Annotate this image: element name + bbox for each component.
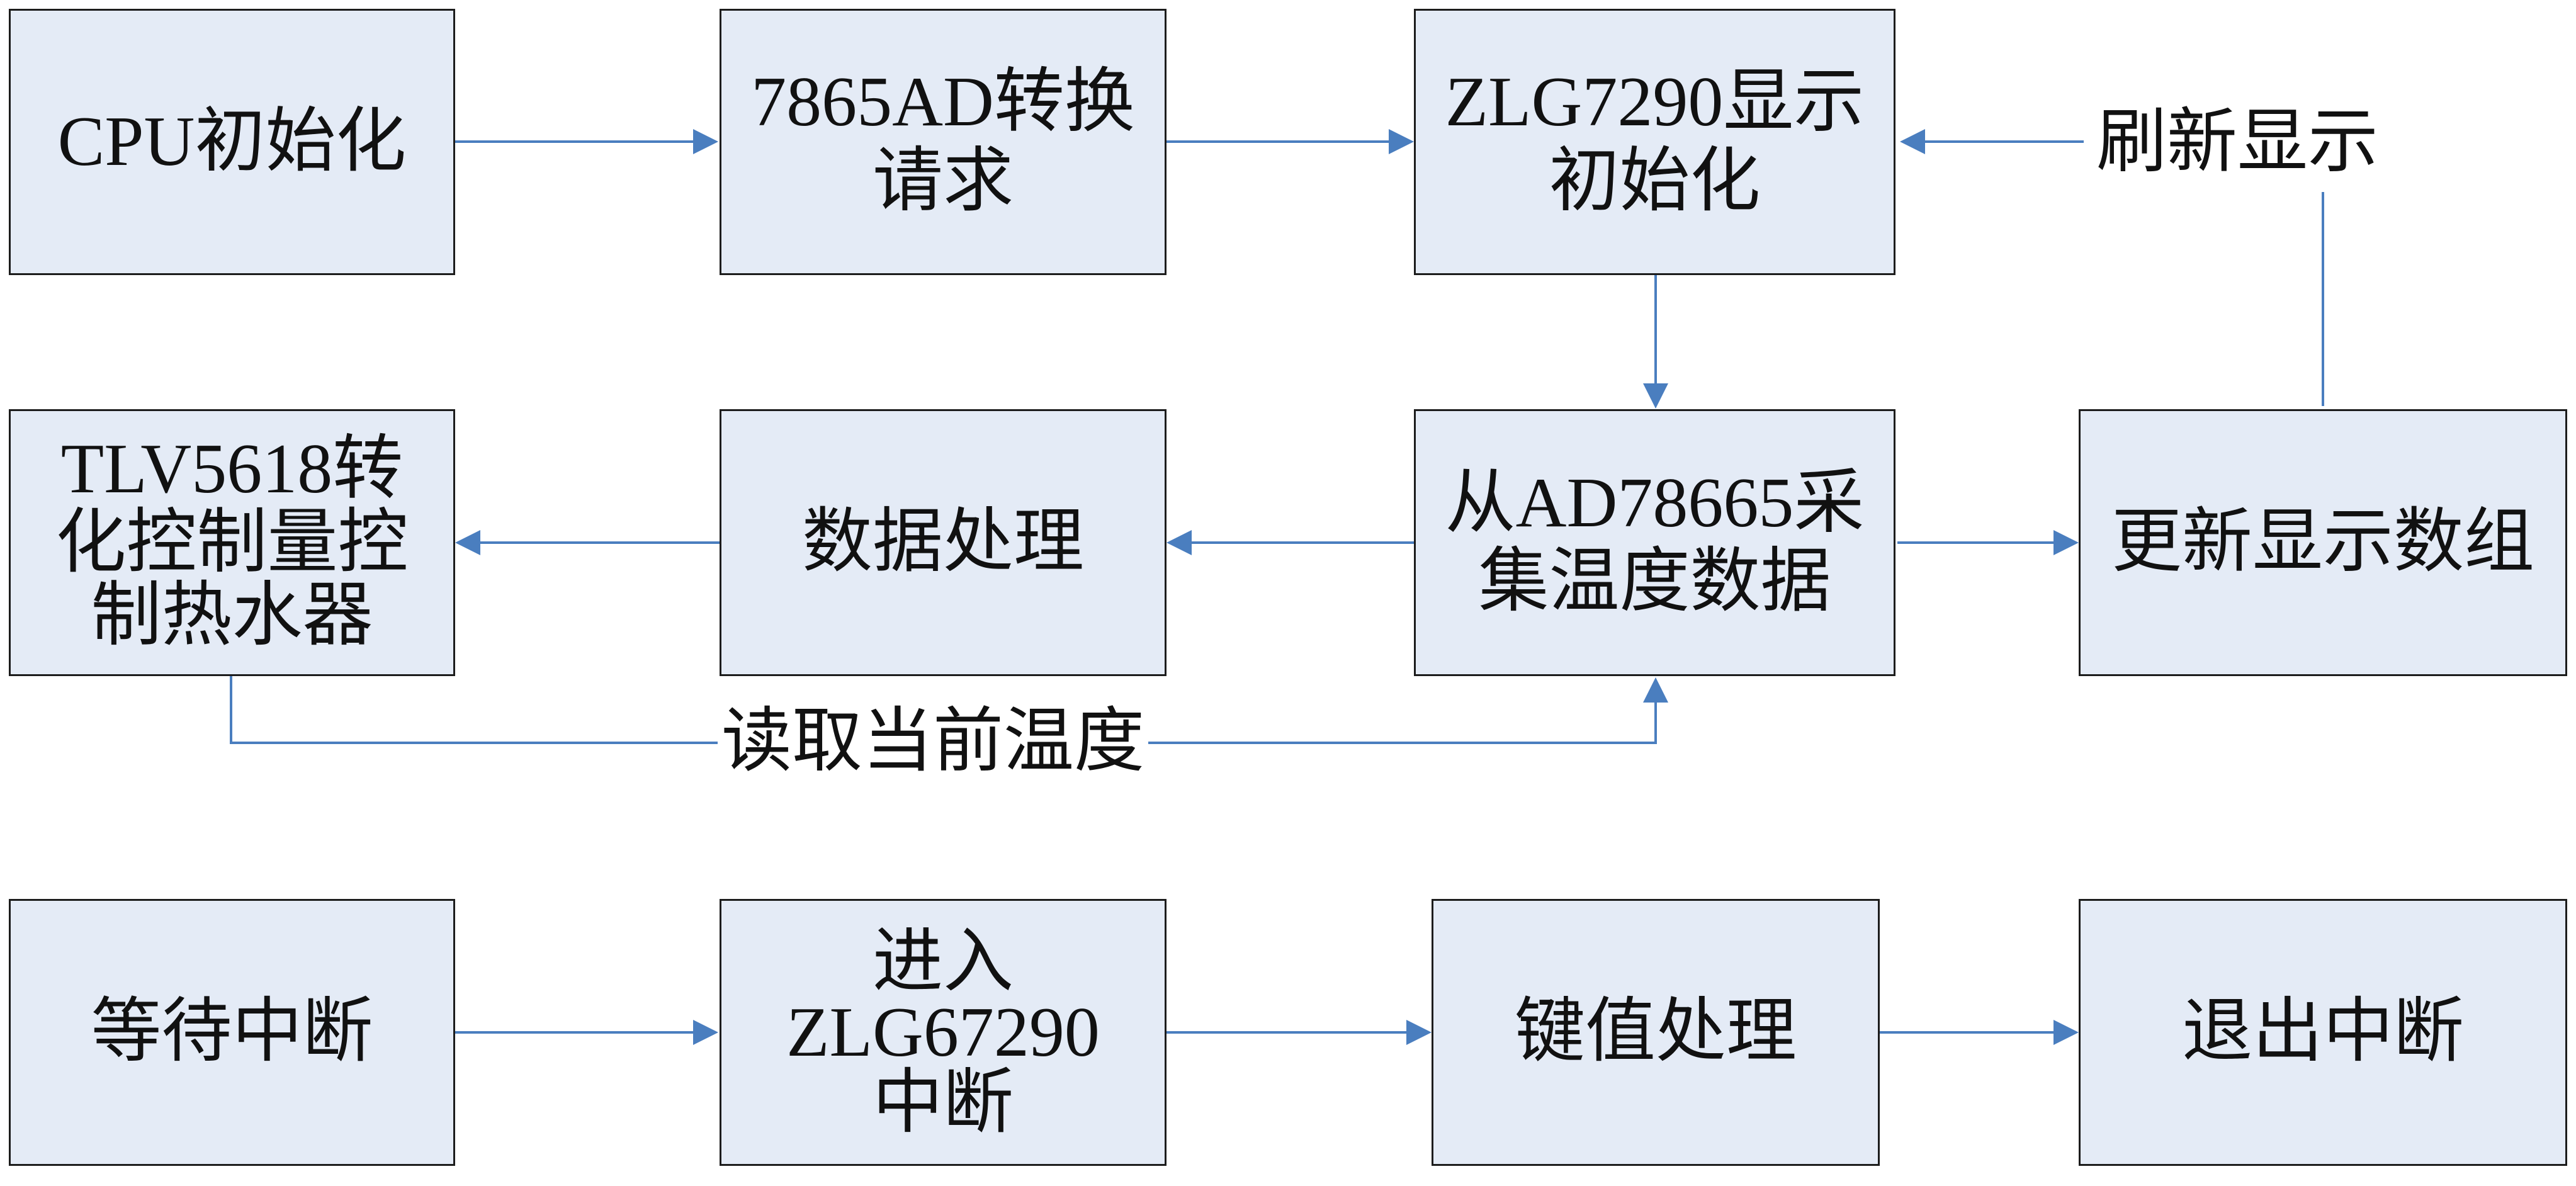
- node-ad-request-label: 7865AD转换 请求: [751, 63, 1135, 220]
- node-exit-interrupt: 退出中断: [2079, 899, 2567, 1166]
- node-data-process-label: 数据处理: [802, 503, 1084, 582]
- label-refresh-display: 刷新显示: [2091, 107, 2383, 178]
- label-read-current-temp: 读取当前温度: [718, 706, 1148, 777]
- node-enter-interrupt-label: 进入 ZLG67290 中断: [786, 923, 1100, 1142]
- node-enter-interrupt: 进入 ZLG67290 中断: [720, 899, 1167, 1166]
- node-wait-interrupt: 等待中断: [9, 899, 455, 1166]
- node-cpu-init-label: CPU初始化: [57, 102, 407, 181]
- node-update-array: 更新显示数组: [2079, 409, 2567, 676]
- node-update-array-label: 更新显示数组: [2111, 503, 2534, 582]
- node-key-process: 键值处理: [1432, 899, 1880, 1166]
- node-key-process-label: 键值处理: [1515, 993, 1797, 1071]
- node-display-init: ZLG7290显示 初始化: [1414, 9, 1895, 275]
- node-display-init-label: ZLG7290显示 初始化: [1445, 63, 1865, 220]
- node-ad-request: 7865AD转换 请求: [720, 9, 1167, 275]
- node-wait-interrupt-label: 等待中断: [91, 993, 373, 1071]
- node-data-process: 数据处理: [720, 409, 1167, 676]
- node-tlv-control-label: TLV5618转 化控制量控 制热水器: [55, 430, 409, 655]
- node-collect-temp-label: 从AD78665采 集温度数据: [1445, 463, 1865, 621]
- node-exit-interrupt-label: 退出中断: [2182, 993, 2464, 1071]
- node-collect-temp: 从AD78665采 集温度数据: [1414, 409, 1895, 676]
- node-cpu-init: CPU初始化: [9, 9, 455, 275]
- node-tlv-control: TLV5618转 化控制量控 制热水器: [9, 409, 455, 676]
